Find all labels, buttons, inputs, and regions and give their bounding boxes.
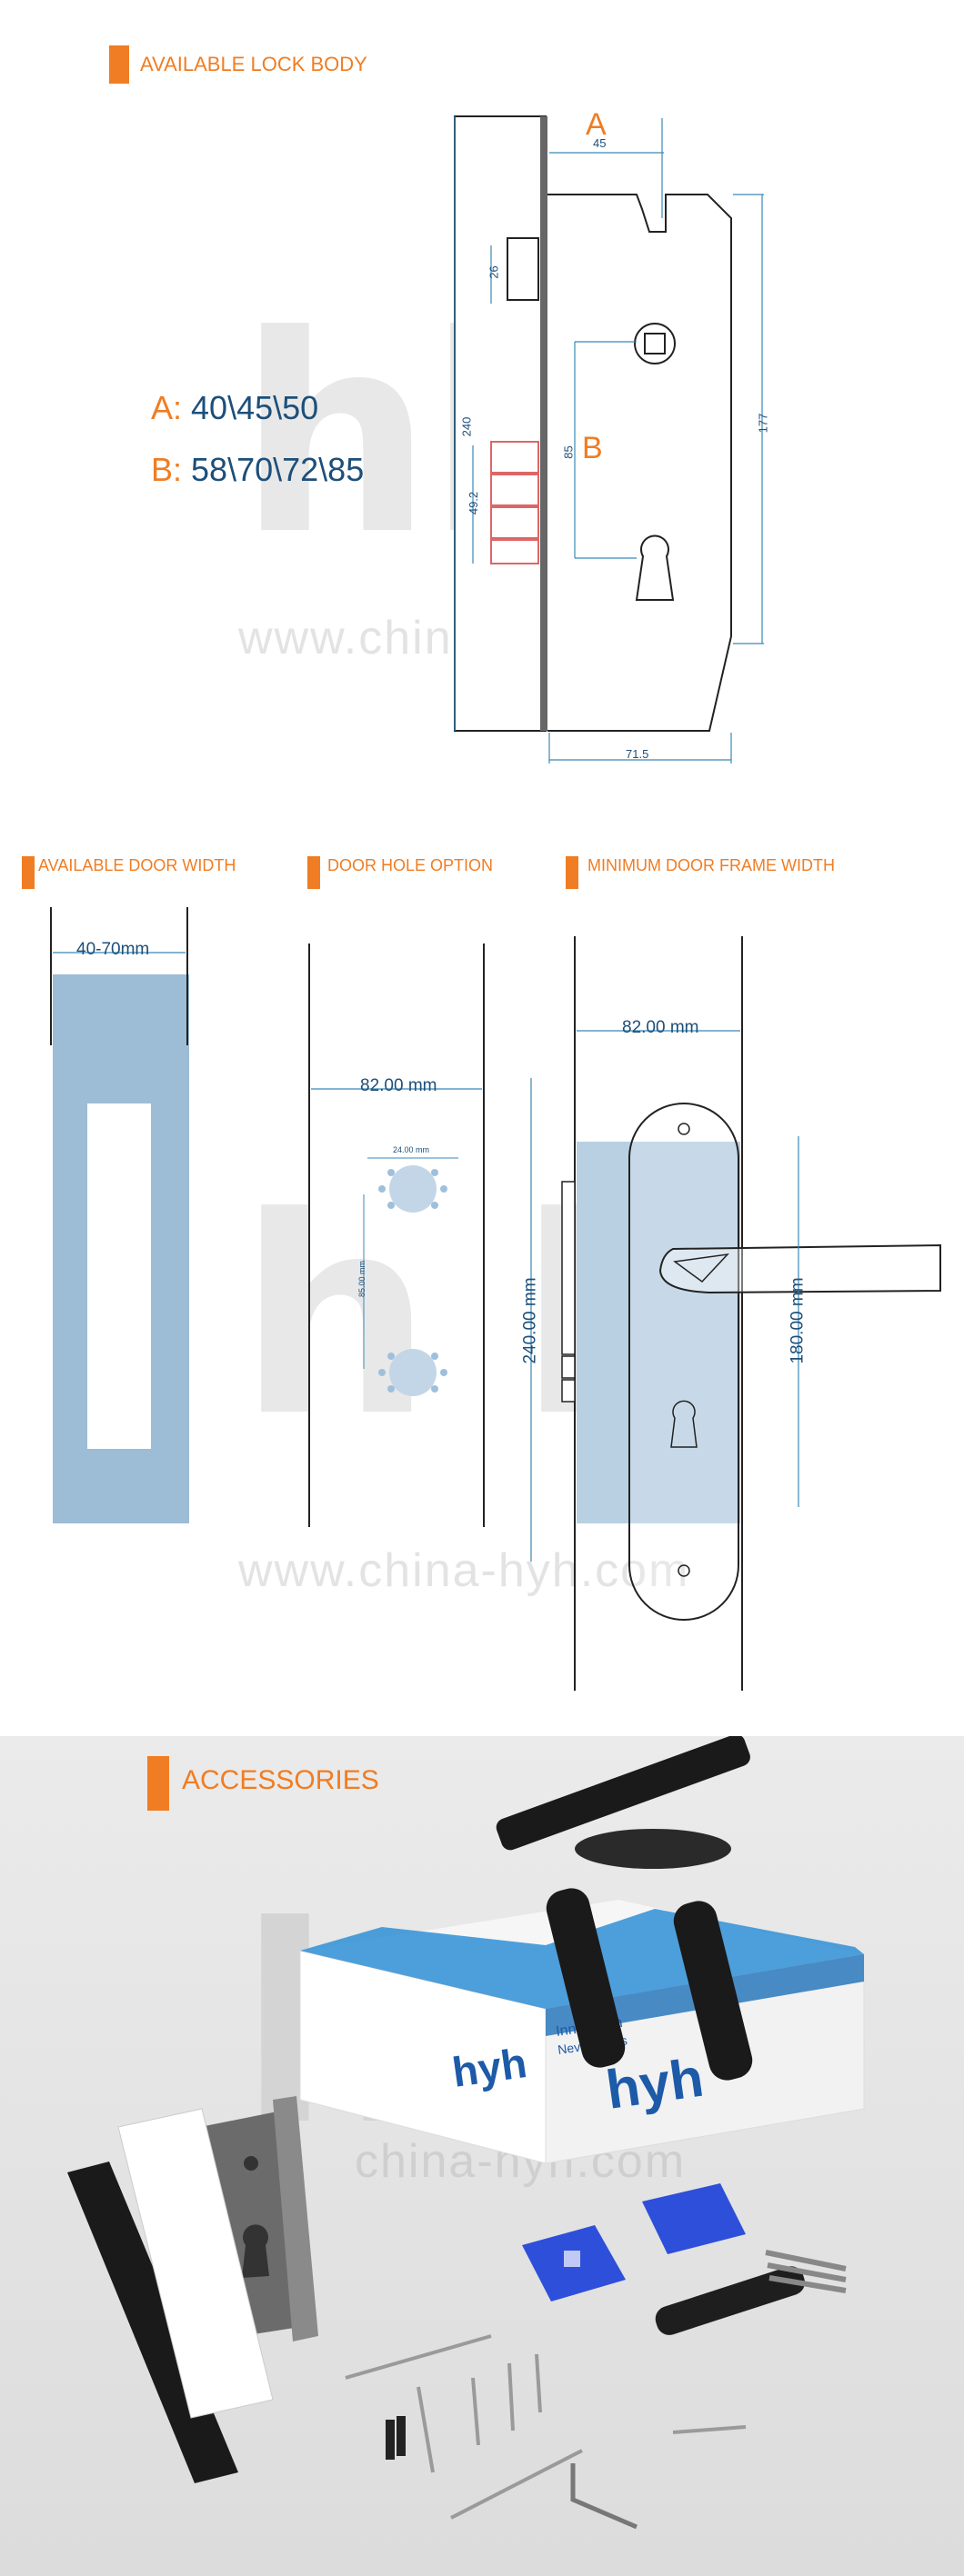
accessories-scene: hyh Innovation Never Stops hyh (67, 1736, 865, 2530)
option-a-values: 40\45\50 (191, 389, 319, 426)
lever-handle (658, 1243, 941, 1294)
watermark-logo: h (238, 277, 433, 594)
cylinder (655, 2266, 805, 2335)
option-b-values: 58\70\72\85 (191, 451, 365, 488)
door-diagram (50, 907, 941, 1691)
handle-height-dim: 180.00 mm (788, 1277, 808, 1364)
option-b-letter: B: (151, 451, 183, 488)
latch (507, 237, 539, 301)
section-marker (147, 1756, 169, 1811)
dim-faceplate: 240 (459, 416, 474, 437)
section-marker (22, 856, 35, 889)
dim-bolt: 49.2 (467, 491, 481, 515)
section-title: AVAILABLE LOCK BODY (140, 53, 367, 75)
dim-center: 85 (561, 445, 576, 459)
dim-backset: 45 (593, 136, 607, 150)
door-section: AVAILABLE DOOR WIDTH DOOR HOLE OPTION MI… (0, 800, 964, 1736)
hole-spacing-small: 24.00 mm (393, 1145, 430, 1154)
watermark-url: www.china-hyh.com (238, 1544, 690, 1597)
door-width-title: AVAILABLE DOOR WIDTH (38, 856, 236, 874)
plate-height-dim: 240.00 mm (520, 1277, 540, 1364)
watermark-logo: h (238, 1159, 433, 1476)
frame-width-title: MINIMUM DOOR FRAME WIDTH (587, 856, 835, 874)
section-marker (307, 856, 320, 889)
lock-case (547, 194, 732, 732)
marker-a: A (586, 107, 607, 142)
option-b: B: 58\70\72\85 (151, 451, 364, 489)
hole-width-dim: 82.00 mm (360, 1076, 437, 1095)
section-marker (109, 45, 129, 84)
box-brand: hyh (449, 2039, 529, 2096)
lock-body-diagram (454, 115, 764, 764)
accessories-title: ACCESSORIES (182, 1765, 379, 1795)
door-width-dim: 40-70mm (76, 940, 150, 959)
dim-latch: 26 (487, 265, 501, 279)
option-a: A: 40\45\50 (151, 389, 318, 427)
lock-body-section: AVAILABLE LOCK BODY h h www.china-hyh.co… (0, 0, 964, 800)
option-a-letter: A: (151, 389, 183, 426)
door-hole-title: DOOR HOLE OPTION (327, 856, 494, 874)
dim-depth: 71.5 (626, 747, 649, 761)
frame-door (577, 1142, 740, 1523)
frame-width-dim: 82.00 mm (622, 1018, 699, 1037)
accessories-section: ACCESSORIES h china-hyh.com hyh Innovati… (0, 1736, 964, 2576)
hole-spacing-v: 85.00 mm (357, 1260, 367, 1298)
marker-b: B (582, 431, 603, 465)
escutcheon-plate (628, 1103, 739, 1621)
section-marker (566, 856, 578, 889)
dim-height: 177 (756, 413, 770, 434)
